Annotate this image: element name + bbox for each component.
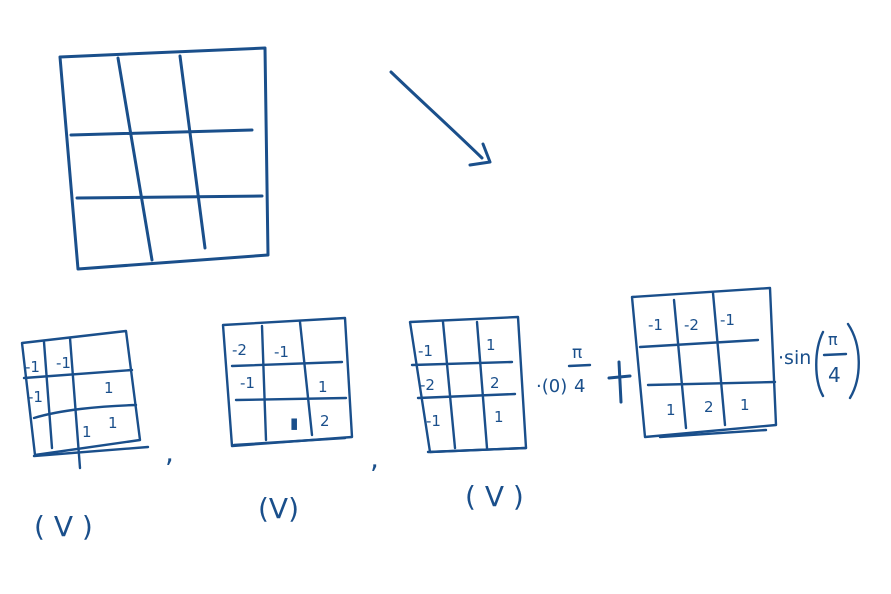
g1-cell-2-2: 1 [108,414,118,432]
label-v-3: ( V ) [465,480,524,513]
g2-cell-1-0: -1 [240,374,255,392]
comma-2: , [370,442,379,475]
kernel-grid-2: -2 -1 -1 1 ▮ 2 [221,316,354,448]
g3-cell-1-2: 2 [490,374,500,392]
g4-cell-2-1: 2 [704,398,714,416]
sin-four: 4 [828,363,841,387]
sin-factor: ·sin π 4 [778,322,860,400]
sin-pi: π [828,330,838,349]
label-v-2: (V) [258,492,299,525]
g1-cell-0-0: -1 [25,358,40,376]
label-v-1: ( V ) [34,510,93,543]
pi-numerator: π [572,343,582,363]
plus-text: + [0,0,1,1]
g2-cell-1-2: 1 [318,378,328,396]
cos-factor-text: ·(0) [536,376,567,397]
g1-cell-1-2: 1 [104,379,114,397]
g4-cell-0-0: -1 [648,316,663,334]
g3-cell-0-0: -1 [418,342,433,360]
arrow-down-right [389,70,492,167]
comma-1: , [165,436,174,469]
g3-cell-0-2: 1 [486,336,496,354]
g1-cell-0-1: -1 [56,354,71,372]
plus-sign: + [0,0,632,404]
g2-cell-0-0: -2 [232,341,247,359]
g1-cell-2-1: 1 [82,423,92,441]
g2-cell-2-1: ▮ [290,414,298,432]
kernel-grid-3: -1 1 -2 2 -1 1 [408,315,528,454]
g4-cell-0-2: -1 [720,311,735,329]
cos-factor: ·(0) π 4 [536,343,592,397]
empty-3x3-grid [58,46,270,271]
g3-cell-1-0: -2 [420,376,435,394]
four-denominator: 4 [574,376,585,397]
sin-text: ·sin [778,347,811,369]
g4-cell-2-2: 1 [740,396,750,414]
g4-cell-2-0: 1 [666,401,676,419]
g3-cell-2-0: -1 [426,412,441,430]
g4-cell-0-1: -2 [684,316,699,334]
kernel-grid-1: -1 -1 -1 1 1 1 [20,329,150,470]
g1-cell-1-0: -1 [28,388,43,406]
g3-cell-2-2: 1 [494,408,504,426]
g2-cell-0-1: -1 [274,343,289,361]
g2-cell-2-2: 2 [320,412,330,430]
kernel-grid-4: -1 -2 -1 1 2 1 [630,286,778,439]
